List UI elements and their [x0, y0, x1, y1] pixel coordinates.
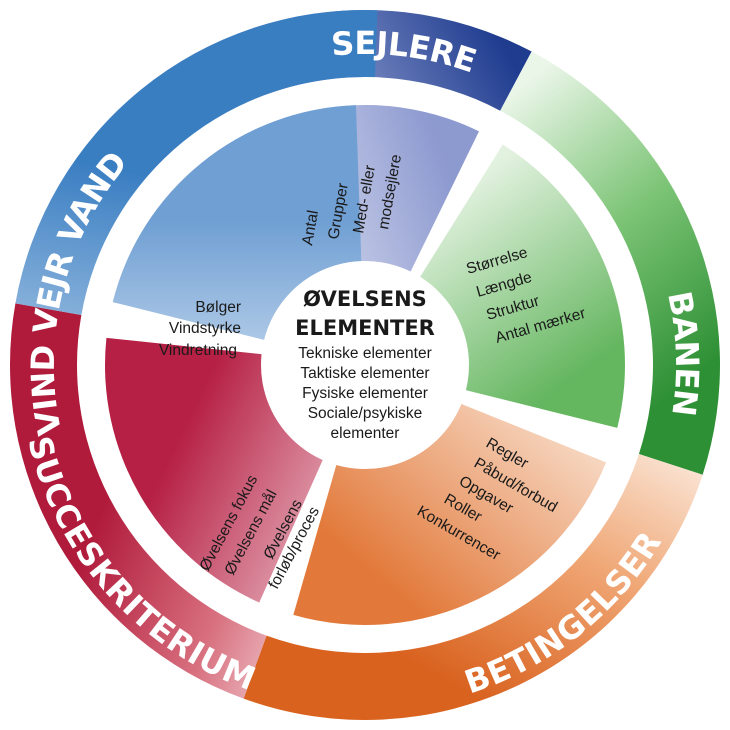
segment-title-banen: BANEN	[660, 288, 706, 418]
center-item-tekniske: Tekniske elementer	[298, 345, 432, 362]
center-item-elementer: elementer	[331, 425, 400, 442]
sejlere-item-antal: Antal	[299, 209, 322, 247]
center-title-line1: ØVELSENS	[303, 287, 427, 311]
center-item-sociale: Sociale/psykiske	[308, 405, 423, 422]
segment-wedge-vind	[112, 105, 362, 342]
center-title-line2: ELEMENTER	[295, 316, 435, 340]
segment-ring-succeskriterium	[9, 303, 267, 699]
vind-item-vindstyrke: Vindstyrke	[169, 320, 241, 337]
vind-item-vindretning: Vindretning	[159, 342, 237, 359]
segment-wedge-betingelser	[293, 400, 607, 626]
segment-band-succeskriterium	[85, 335, 260, 621]
center-circle	[261, 261, 469, 469]
segment-band-betingelser	[287, 462, 625, 645]
sejlere-items: Antal	[299, 209, 322, 247]
segment-band-vind	[93, 85, 356, 303]
vind-item-bolger: Bølger	[195, 299, 241, 316]
segment-ring-vind	[15, 9, 378, 315]
center-item-taktiske: Taktiske elementer	[300, 365, 429, 382]
segment-ring-sejlere	[63, 9, 532, 213]
segment-ring-betingelser	[243, 453, 703, 720]
center-item-fysiske: Fysiske elementer	[302, 385, 428, 402]
segment-ring-banen	[500, 51, 720, 475]
segment-title-text-banen: BANEN	[660, 288, 706, 418]
segment-band-banen	[502, 127, 645, 433]
